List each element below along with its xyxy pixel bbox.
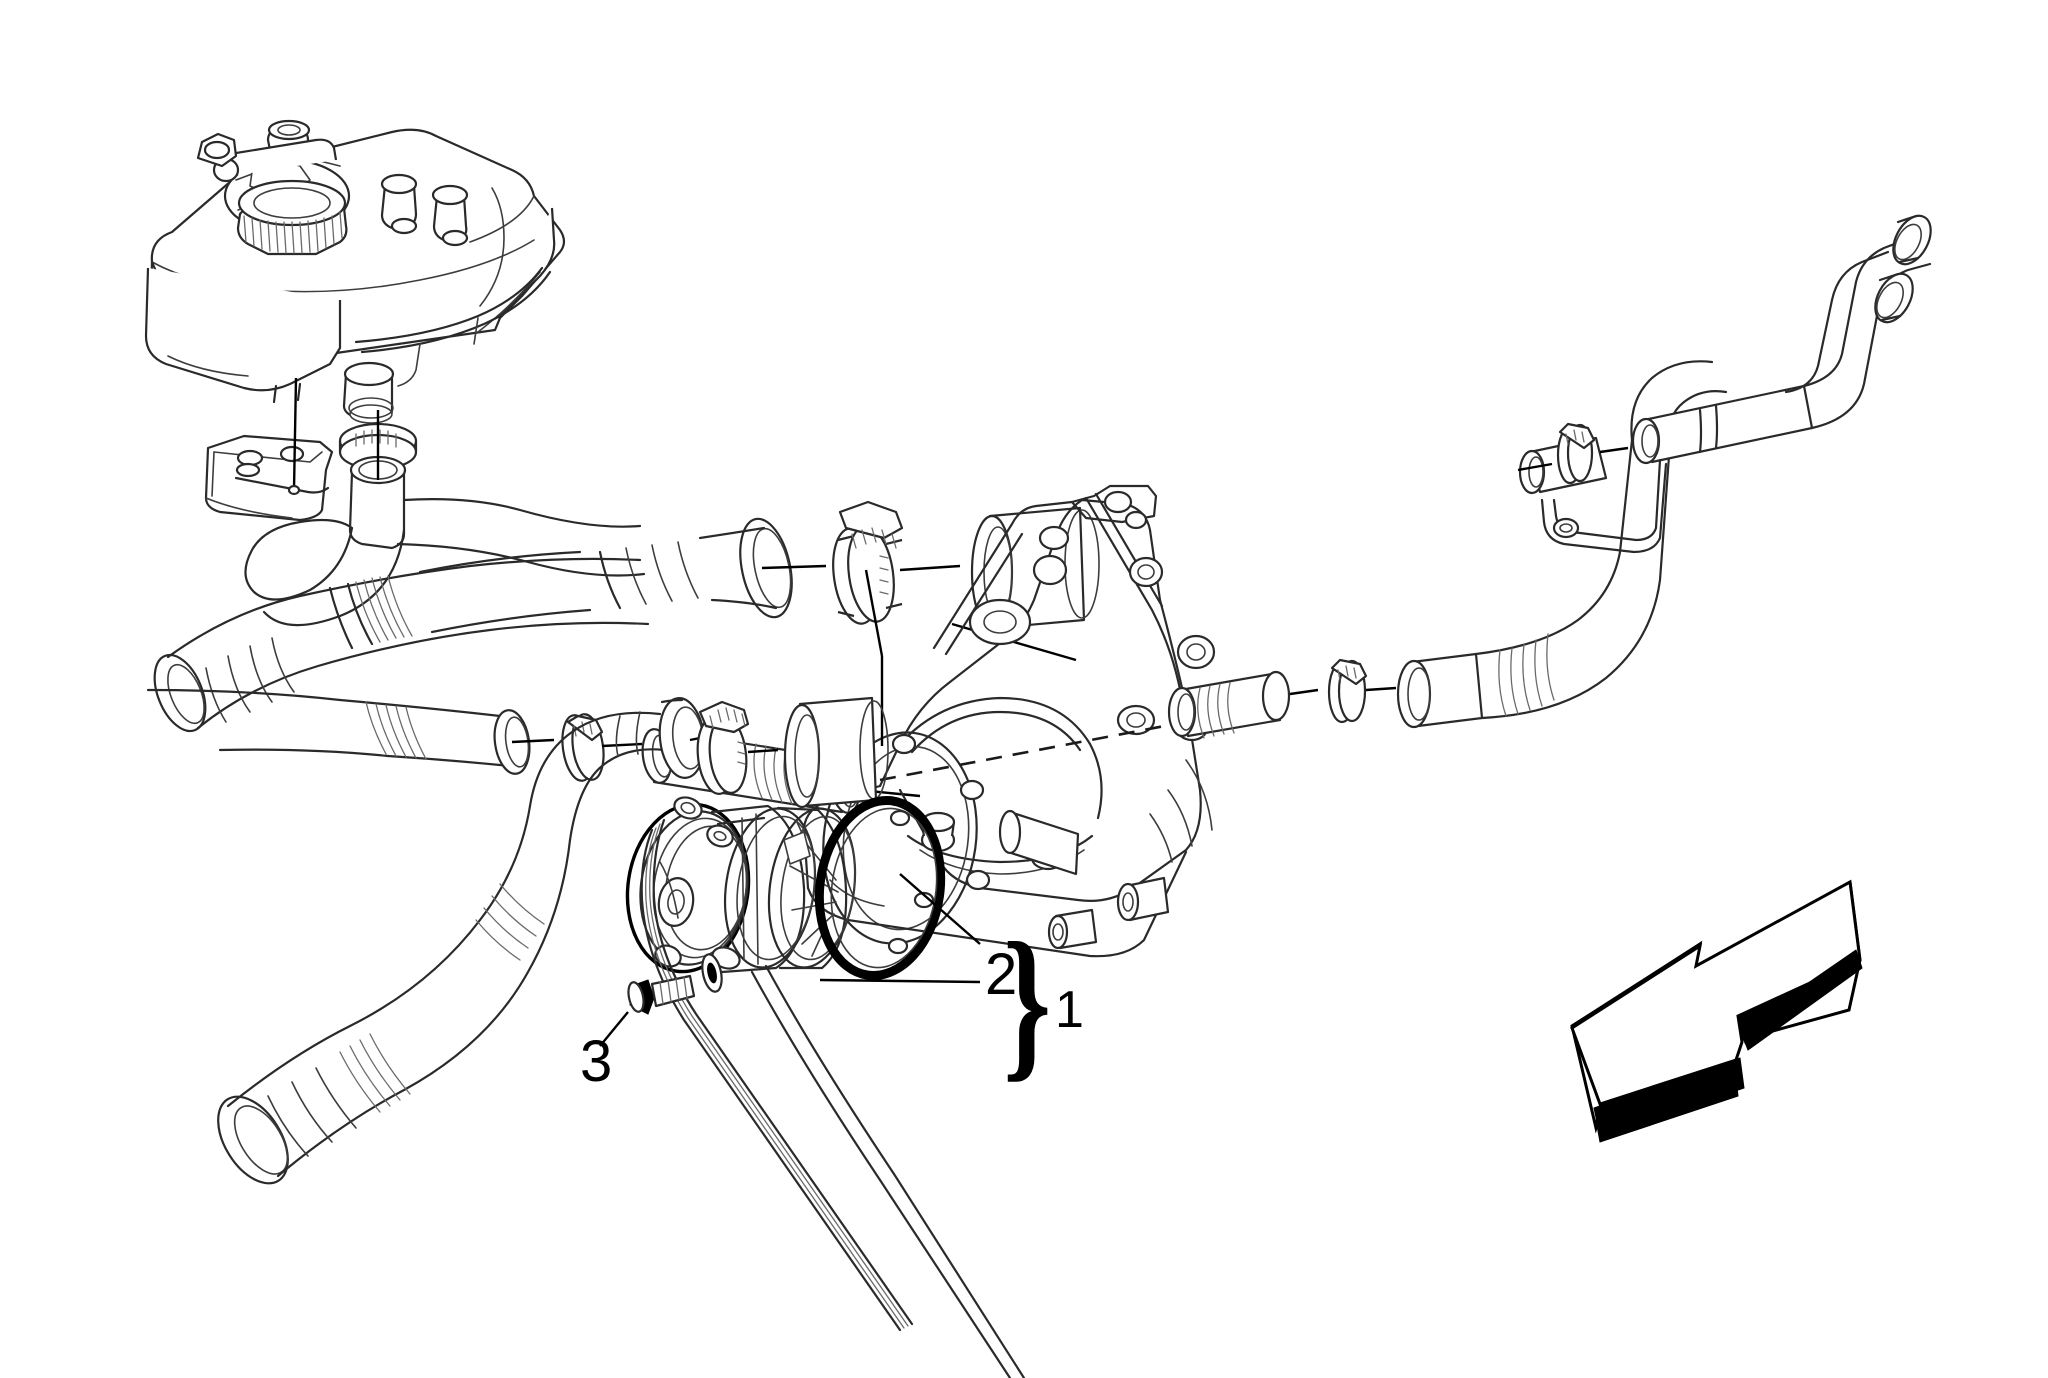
pump-impeller bbox=[767, 806, 857, 970]
callout-label-1: 1 bbox=[1055, 981, 1084, 1039]
upper-radiator-hose bbox=[153, 517, 793, 733]
callout-label-3: 3 bbox=[580, 1029, 613, 1094]
heater-pipe-assembly bbox=[1517, 214, 1932, 554]
direction-arrow bbox=[1570, 879, 1863, 1143]
drive-belt bbox=[640, 818, 1026, 1378]
mounting-bracket bbox=[204, 434, 334, 522]
tank-outlet-assembly bbox=[204, 361, 646, 627]
pump-gasket bbox=[814, 795, 981, 981]
pipe-end-lower bbox=[1874, 272, 1914, 324]
block-boss-right bbox=[1116, 876, 1170, 922]
right-outlet-pipe bbox=[1167, 360, 1728, 739]
tank-nipple-1 bbox=[380, 173, 418, 235]
block-boss-left bbox=[1047, 908, 1098, 950]
pipe-end-upper bbox=[1892, 214, 1932, 266]
hose-clamp-pump bbox=[696, 700, 750, 795]
pump-inlet-joint bbox=[689, 696, 889, 809]
hose-clamp-upper-1 bbox=[832, 500, 904, 625]
lower-radiator-hose bbox=[217, 697, 706, 1185]
tank-nipple-2 bbox=[431, 184, 469, 247]
callout-brace-1: } bbox=[1003, 908, 1052, 1096]
hose-clamp-bypass bbox=[561, 713, 605, 782]
callout-label-2: 2 bbox=[985, 942, 1018, 1007]
pump-inlet-pipe bbox=[783, 696, 889, 809]
retaining-bolt bbox=[599, 953, 723, 1047]
hose-clamp-right bbox=[1327, 658, 1368, 724]
hose-clamp-top bbox=[1556, 422, 1596, 485]
expansion-tank bbox=[144, 119, 566, 404]
